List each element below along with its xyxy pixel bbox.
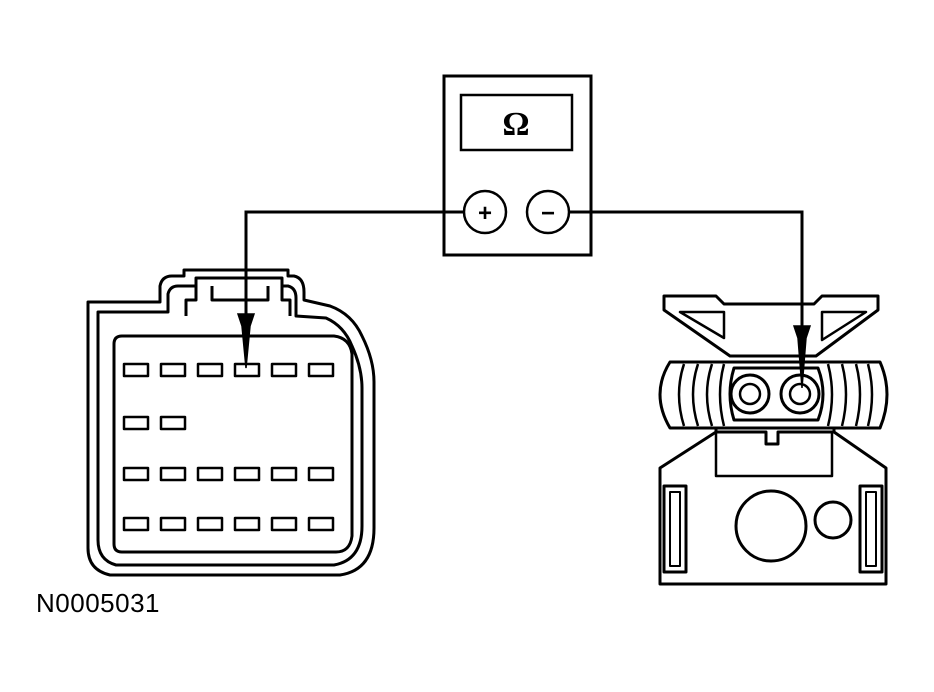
right-connector-large-port: [734, 489, 808, 563]
right-connector-seal: [658, 360, 889, 430]
ohm-symbol: Ω: [502, 106, 529, 143]
right-connector: [658, 294, 889, 586]
figure-reference-id: N0005031: [36, 588, 160, 618]
probe-tips: [236, 313, 812, 389]
pin-row-1: [122, 362, 335, 378]
right-connector-left-wing: [678, 310, 726, 340]
pin-cavity: [196, 516, 224, 532]
left-connector-outer-shell: [86, 268, 376, 577]
negative-test-lead: [569, 210, 804, 326]
pin-cavity: [270, 362, 298, 378]
pin-cavity: [270, 466, 298, 482]
right-connector-left-clip-slot: [669, 491, 681, 567]
pin-cavity: [233, 466, 261, 482]
pin-cavity: [270, 516, 298, 532]
right-connector-top-bracket: [662, 294, 880, 358]
pin-cavity: [159, 362, 187, 378]
right-connector-right-clip: [858, 484, 884, 574]
pin-cavity: [196, 362, 224, 378]
negative-probe-tip: [792, 325, 812, 389]
negative-terminal-label: −: [541, 200, 555, 227]
terminal-cavity-1: [729, 373, 771, 415]
pin-cavity-probed: [233, 362, 261, 378]
pin-row-4: [122, 516, 335, 532]
terminal-2-probed: [788, 382, 812, 406]
pin-cavity: [122, 415, 150, 431]
pin-cavity: [159, 415, 187, 431]
pin-row-3: [122, 466, 335, 482]
pin-cavity: [307, 516, 335, 532]
right-connector-right-wing: [820, 310, 868, 342]
right-connector-inner-body: [714, 432, 834, 478]
positive-probe-tip: [236, 313, 256, 369]
pin-cavity: [122, 362, 150, 378]
pin-cavity: [196, 466, 224, 482]
pin-cavity: [159, 466, 187, 482]
pin-cavity: [233, 516, 261, 532]
pin-cavity: [159, 516, 187, 532]
test-leads: [244, 210, 804, 326]
ohmmeter: Ω + −: [442, 74, 593, 257]
pin-cavity: [307, 466, 335, 482]
right-connector-body: [658, 428, 888, 586]
left-connector-latch: [184, 286, 292, 316]
left-connector-inner-shell: [96, 276, 364, 567]
right-connector-right-clip-slot: [865, 491, 877, 567]
meter-display: [459, 93, 574, 152]
pin-cavity: [122, 516, 150, 532]
left-connector-pin-field: [112, 334, 354, 554]
pin-cavity: [122, 466, 150, 482]
right-connector-small-port: [813, 500, 853, 540]
terminal-1: [738, 382, 762, 406]
positive-terminal-label: +: [478, 200, 492, 227]
positive-test-lead: [244, 210, 464, 314]
pin-cavity: [307, 362, 335, 378]
left-connector: [86, 268, 376, 577]
right-connector-left-clip: [662, 484, 688, 574]
seal-ribs: [677, 363, 874, 427]
pin-row-2: [122, 415, 187, 431]
terminal-cavity-2: [779, 373, 821, 415]
